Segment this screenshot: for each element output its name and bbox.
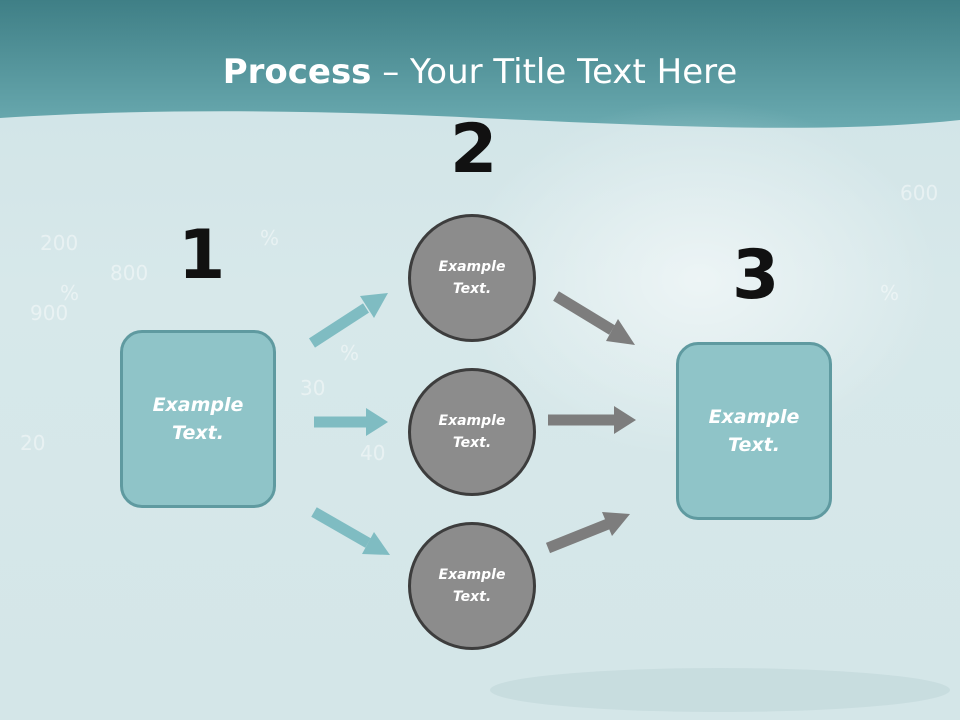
arrow-1-to-circle-3-head: [362, 532, 390, 555]
svg-text:%: %: [880, 281, 899, 305]
step-number-3: 3: [732, 236, 780, 315]
title-rest: – Your Title Text Here: [371, 52, 738, 92]
svg-text:%: %: [60, 281, 79, 305]
arrow-circle-3-to-3-head: [602, 512, 630, 536]
svg-text:30: 30: [300, 376, 325, 400]
svg-text:%: %: [340, 341, 359, 365]
svg-text:20: 20: [20, 431, 45, 455]
step-number-1: 1: [178, 216, 226, 295]
arrow-1-to-circle-2-head: [366, 408, 388, 436]
arrow-circle-1-to-3-head: [606, 319, 635, 345]
step-1-box: Example Text.: [120, 330, 276, 508]
step-2-circle-middle: Example Text.: [408, 368, 536, 496]
svg-text:600: 600: [900, 181, 938, 205]
slide-title: Process – Your Title Text Here: [0, 52, 960, 92]
step-2-circle-bottom: Example Text.: [408, 522, 536, 650]
arrow-circle-1-to-3: [553, 291, 615, 335]
step-1-text: Example Text.: [152, 393, 244, 445]
svg-text:200: 200: [40, 231, 78, 255]
step-2-circle-top: Example Text.: [408, 214, 536, 342]
circle-middle-text: Example Text.: [438, 412, 506, 451]
arrow-1-to-circle-1-head: [360, 293, 388, 318]
arrow-circle-2-to-3-head: [614, 406, 636, 434]
step-3-box: Example Text.: [676, 342, 832, 520]
svg-text:900: 900: [30, 301, 68, 325]
title-bold: Process: [222, 52, 372, 92]
circle-top-text: Example Text.: [438, 258, 506, 297]
step-number-2: 2: [450, 110, 498, 189]
svg-text:40: 40: [360, 441, 385, 465]
svg-text:%: %: [260, 226, 279, 250]
step-3-text: Example Text.: [708, 405, 800, 457]
circle-bottom-text: Example Text.: [438, 566, 506, 605]
arrow-1-to-circle-3: [311, 507, 371, 548]
arrow-1-to-circle-1: [309, 303, 369, 348]
arrow-circle-3-to-3: [545, 518, 611, 554]
svg-text:800: 800: [110, 261, 148, 285]
header-band: [0, 0, 960, 128]
